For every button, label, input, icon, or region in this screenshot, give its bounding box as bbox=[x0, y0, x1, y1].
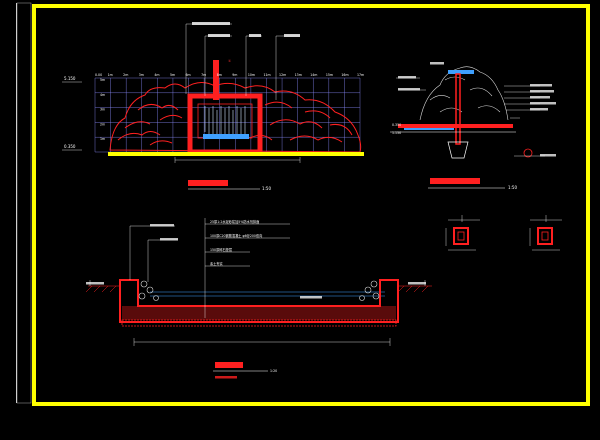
pool-section: 25厚1:2水泥砂浆加5%防水剂抹面 100厚C20钢筋混凝土 φ6@200双向… bbox=[85, 218, 432, 379]
section-base-red bbox=[398, 124, 513, 128]
pool-pebbles bbox=[138, 280, 380, 301]
ruler-mark: 4m bbox=[154, 73, 159, 77]
pool-leaders bbox=[89, 218, 426, 318]
pool-water bbox=[150, 291, 385, 297]
ruler-mark: 16m bbox=[341, 73, 348, 77]
section-annotation-lines bbox=[396, 77, 540, 119]
vertical-ruler-mark: 3m bbox=[100, 108, 105, 112]
column-detail-right bbox=[529, 215, 562, 251]
pool-gravel bbox=[121, 319, 397, 327]
elevation-leaders bbox=[185, 23, 300, 100]
vertical-ruler-mark: 5m bbox=[100, 78, 105, 82]
elevation-title-block bbox=[188, 180, 228, 186]
pool-title-block bbox=[215, 362, 243, 368]
pool-ground-hatch bbox=[85, 285, 432, 293]
vertical-ruler-mark: 1m bbox=[100, 137, 105, 141]
vertical-ruler-mark: 4m bbox=[100, 93, 105, 97]
pool-subtitle bbox=[215, 376, 237, 379]
ruler-mark: 10m bbox=[248, 73, 255, 77]
elevation-vertical-ruler: 1m 2m 3m 4m 5m bbox=[100, 78, 105, 141]
ruler-mark: 17m bbox=[357, 73, 364, 77]
ruler-mark: 5m bbox=[170, 73, 175, 77]
section-rockery bbox=[419, 66, 509, 121]
section-level-left: 0.350 bbox=[392, 123, 401, 127]
left-margin-strip bbox=[16, 2, 32, 404]
pool-note-1: 25厚1:2水泥砂浆加5%防水剂抹面 bbox=[210, 219, 259, 224]
section-scale: 1:50 bbox=[508, 185, 517, 190]
ruler-mark: 3m bbox=[139, 73, 144, 77]
leader-tag-3 bbox=[249, 34, 261, 37]
drawing-border bbox=[32, 4, 590, 406]
detail-marker: ① bbox=[228, 59, 231, 63]
ruler-mark: 14m bbox=[310, 73, 317, 77]
ruler-mark: 7m bbox=[201, 73, 206, 77]
elevation-ground-line bbox=[108, 152, 364, 156]
pool-slab bbox=[119, 279, 399, 323]
section-title-block bbox=[430, 178, 480, 184]
elevation-scale: 1:50 bbox=[262, 186, 271, 191]
section-annotation-tags bbox=[398, 62, 556, 157]
leader-tag-4 bbox=[284, 34, 300, 37]
leader-tag-2 bbox=[208, 34, 230, 37]
level-top-label: 5.150 bbox=[64, 76, 76, 81]
section-water bbox=[404, 128, 454, 130]
ruler-mark: 15m bbox=[326, 73, 333, 77]
section-level-top: 1.150 bbox=[392, 131, 401, 135]
left-margin-line bbox=[16, 3, 17, 403]
section-view: 0.350 1.150 1:50 bbox=[390, 62, 556, 190]
cascade-pool-basin bbox=[203, 134, 249, 139]
ruler-mark: 13m bbox=[295, 73, 302, 77]
pool-slab-fill bbox=[122, 306, 396, 320]
pool-note-3: 150厚碎石垫层 bbox=[210, 247, 232, 252]
waterfall-streams bbox=[204, 106, 246, 134]
pool-note-4: 素土夯实 bbox=[210, 261, 223, 266]
pool-note-2: 100厚C20钢筋混凝土 φ6@200双向 bbox=[210, 233, 262, 238]
ruler-mark: 1m bbox=[108, 73, 113, 77]
elevation-ruler: 1m 2m 3m 4m 5m 6m 7m 8m 9m 10m 11m 12m 13m 14m 15m 16m 1… bbox=[108, 73, 365, 77]
elevation-grid bbox=[94, 77, 361, 153]
pool-left-tags bbox=[86, 224, 426, 299]
section-pipe bbox=[455, 73, 461, 145]
rockery-outline bbox=[109, 82, 362, 153]
ruler-mark: 11m bbox=[263, 73, 270, 77]
ruler-mark: 8m bbox=[217, 73, 222, 77]
section-footing bbox=[447, 141, 469, 159]
leader-tag-1 bbox=[192, 22, 230, 25]
pool-scale: 1:20 bbox=[270, 369, 277, 373]
vertical-ruler-mark: 2m bbox=[100, 122, 105, 126]
ruler-mark: 6m bbox=[186, 73, 191, 77]
section-cap bbox=[448, 70, 474, 74]
ruler-mark: 12m bbox=[279, 73, 286, 77]
elevation-view: ① 5.150 0.350 0.00 1m 2m 3m 4m 5m 6m 7m 8m 9m 10m… bbox=[62, 22, 364, 191]
ruler-mark: 9m bbox=[232, 73, 237, 77]
column-detail-left bbox=[445, 215, 480, 251]
ruler-start-label: 0.00 bbox=[95, 73, 102, 77]
section-callout-bubble bbox=[523, 148, 533, 158]
ruler-mark: 2m bbox=[123, 73, 128, 77]
level-bottom-label: 0.350 bbox=[64, 144, 76, 149]
